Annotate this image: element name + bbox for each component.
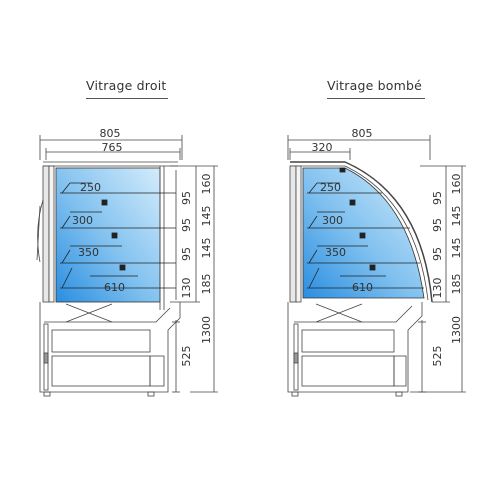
left-drawing: [36, 135, 218, 397]
right-drawing: [287, 135, 466, 397]
right-title-underline: [327, 98, 425, 99]
right-dim-145b: 145: [450, 238, 463, 259]
left-shelf-350: 350: [78, 246, 99, 259]
left-dim-95c: 95: [180, 247, 193, 261]
right-shelf-610: 610: [352, 281, 373, 294]
right-shelf-250: 250: [320, 181, 341, 194]
left-title-underline: [86, 98, 168, 99]
right-dim-130: 130: [431, 278, 444, 299]
right-dim-1300: 1300: [450, 316, 463, 344]
right-dim-160: 160: [450, 174, 463, 195]
left-dim-130: 130: [180, 278, 193, 299]
left-shelf-300: 300: [72, 214, 93, 227]
right-dim-805: 805: [352, 127, 373, 140]
left-dim-765: 765: [102, 141, 123, 154]
left-dim-labels: 805 765 250 300 350 610 95 95 95 130 160…: [72, 127, 213, 367]
right-dim-145a: 145: [450, 206, 463, 227]
right-dim-95a: 95: [431, 191, 444, 205]
right-shelf-300: 300: [322, 214, 343, 227]
right-title: Vitrage bombé: [327, 78, 423, 93]
left-dim-185: 185: [200, 274, 213, 295]
left-shelf-250: 250: [80, 181, 101, 194]
left-dim-95b: 95: [180, 218, 193, 232]
right-dim-320: 320: [312, 141, 333, 154]
left-dim-805: 805: [100, 127, 121, 140]
left-shelf-610: 610: [104, 281, 125, 294]
left-dim-145a: 145: [200, 206, 213, 227]
right-dim-525: 525: [431, 346, 444, 367]
right-dim-95b: 95: [431, 218, 444, 232]
right-dim-185: 185: [450, 274, 463, 295]
right-dim-labels: 805 320 250 300 350 610 95 95 95 130 160…: [312, 127, 464, 367]
right-shelf-350: 350: [325, 246, 346, 259]
right-dim-95c: 95: [431, 247, 444, 261]
left-dim-95a: 95: [180, 191, 193, 205]
left-dim-1300: 1300: [200, 316, 213, 344]
left-dim-145b: 145: [200, 238, 213, 259]
left-dim-160: 160: [200, 174, 213, 195]
left-title: Vitrage droit: [86, 78, 167, 93]
left-dim-525: 525: [180, 346, 193, 367]
